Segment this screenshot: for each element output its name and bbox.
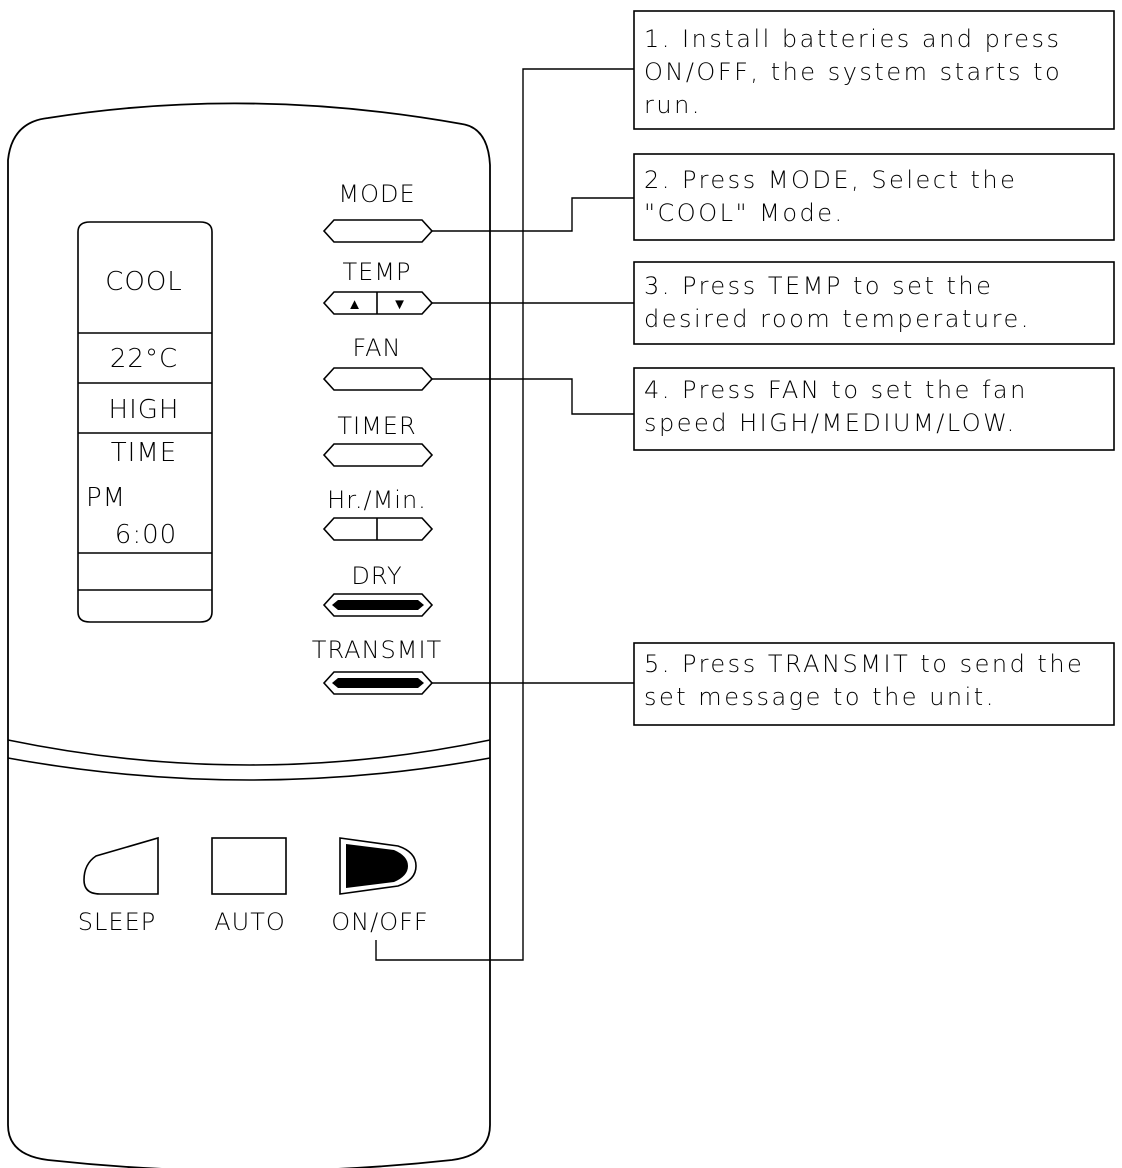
display-fan-speed: HIGH — [109, 395, 180, 425]
fan-button[interactable] — [322, 367, 434, 391]
leader-line-4 — [432, 378, 634, 415]
note-3-line-1: 3. Press TEMP to set the — [644, 272, 993, 300]
note-3-line-2: desired room temperature. — [644, 305, 1031, 333]
temp-up-icon[interactable]: ▲ — [347, 295, 363, 313]
leader-line-1 — [375, 68, 634, 961]
note-box-4: 4. Press FAN to set the fan speed HIGH/M… — [633, 367, 1115, 451]
lcd-display: COOL 22°C HIGH TIME PM 6:00 — [77, 221, 213, 623]
display-ampm: PM — [86, 483, 126, 513]
mode-button[interactable] — [322, 219, 434, 243]
remote-body — [7, 102, 491, 1168]
note-5-line-1: 5. Press TRANSMIT to send the — [644, 650, 1084, 678]
sleep-label: SLEEP — [78, 908, 156, 936]
note-box-3: 3. Press TEMP to set the desired room te… — [633, 261, 1115, 345]
timer-label: TIMER — [337, 412, 416, 440]
temp-down-icon[interactable]: ▼ — [392, 295, 408, 313]
hr-min-button[interactable] — [322, 517, 434, 541]
note-1-line-1: 1. Install batteries and press — [644, 25, 1062, 53]
note-5-line-2: set message to the unit. — [644, 683, 996, 711]
display-mode: COOL — [105, 267, 183, 297]
leader-line-2 — [432, 197, 634, 232]
hr-min-label: Hr./Min. — [327, 486, 427, 514]
note-4-line-1: 4. Press FAN to set the fan — [644, 376, 1028, 404]
note-4-line-2: speed HIGH/MEDIUM/LOW. — [644, 409, 1017, 437]
on-off-label: ON/OFF — [331, 908, 428, 936]
sleep-button[interactable] — [83, 836, 159, 895]
timer-button[interactable] — [322, 443, 434, 467]
auto-label: AUTO — [214, 908, 286, 936]
display-temperature: 22°C — [110, 344, 178, 374]
transmit-label: TRANSMIT — [312, 636, 442, 664]
body-divider-bottom — [7, 757, 491, 781]
mode-label: MODE — [338, 180, 415, 208]
temp-label: TEMP — [342, 258, 411, 286]
note-box-5: 5. Press TRANSMIT to send the set messag… — [633, 642, 1115, 726]
display-time-label: TIME — [111, 438, 177, 468]
note-1-line-2: ON/OFF, the system starts to — [644, 58, 1062, 86]
auto-button[interactable] — [211, 837, 287, 895]
body-divider-top — [7, 739, 491, 766]
note-box-1: 1. Install batteries and press ON/OFF, t… — [633, 10, 1115, 130]
display-time: 6:00 — [115, 520, 177, 550]
note-1-line-3: run. — [644, 91, 702, 119]
note-box-2: 2. Press MODE, Select the "COOL" Mode. — [633, 153, 1115, 241]
dry-label: DRY — [351, 562, 402, 590]
temp-button[interactable] — [322, 291, 434, 315]
fan-label: FAN — [353, 334, 402, 362]
note-2-line-1: 2. Press MODE, Select the — [644, 166, 1017, 194]
note-2-line-2: "COOL" Mode. — [644, 199, 845, 227]
